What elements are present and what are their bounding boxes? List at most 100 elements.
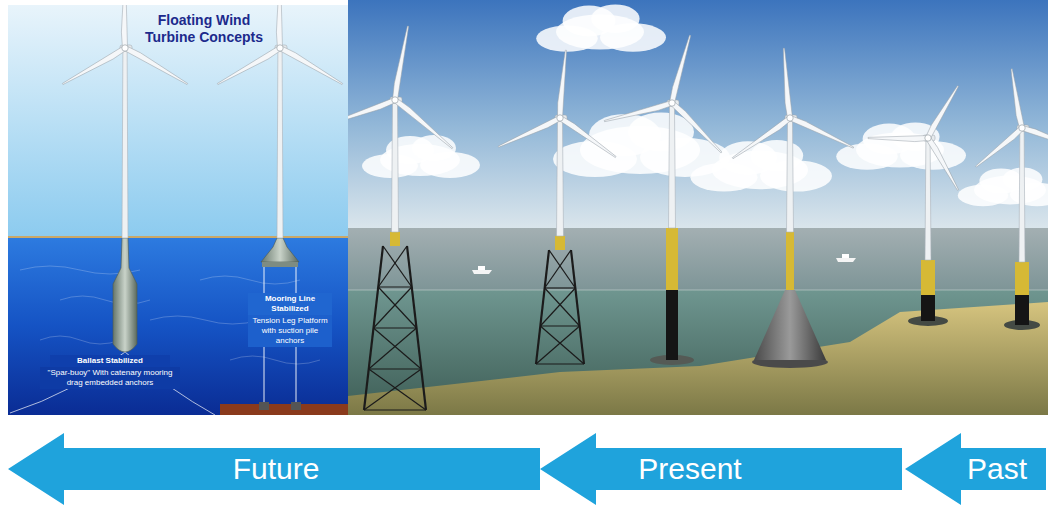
turbine-blade: [926, 136, 961, 191]
water-caustic: [40, 336, 120, 344]
jacket-brace: [545, 287, 576, 288]
turbine-blade: [669, 34, 693, 103]
callout-text: Tension Leg Platform with suction pile a…: [248, 315, 332, 347]
jacket-brace: [369, 368, 422, 369]
jacket-brace: [540, 325, 579, 326]
tlp-base: [262, 262, 298, 267]
transition-piece: [921, 260, 935, 295]
suction-anchor: [259, 402, 269, 410]
turbine-hub: [122, 45, 128, 51]
turbine-blade: [124, 45, 189, 86]
jacket-brace: [540, 326, 584, 364]
transition-piece: [1015, 262, 1029, 295]
turbine-blade: [61, 46, 126, 87]
jacket-brace: [549, 250, 575, 288]
jacket-brace: [378, 286, 412, 287]
turbine-blade: [556, 50, 568, 118]
waterline: [348, 290, 1048, 291]
timeline-arrow: Past: [905, 433, 1046, 505]
turbine-blade: [925, 84, 960, 139]
seabed: [220, 404, 348, 415]
arrow-label: Future: [233, 452, 320, 486]
jacket-brace: [383, 246, 412, 287]
turbine-blade: [604, 101, 673, 125]
callout-text: "Spar-buoy" With catenary mooring drag e…: [40, 367, 180, 389]
sea: [8, 237, 348, 415]
floating-concepts-panel: [8, 5, 348, 415]
jacket-brace: [545, 250, 571, 288]
boat: [836, 258, 856, 262]
jacket-leg: [536, 250, 549, 364]
turbine-blade: [731, 116, 792, 161]
cloud: [750, 140, 803, 171]
turbine-blade: [1008, 68, 1024, 128]
turbine-blade: [780, 48, 792, 118]
timeline-arrow: Future: [8, 433, 540, 505]
turbine-blade: [391, 26, 410, 101]
water-caustic: [150, 316, 260, 324]
boat-cabin: [842, 254, 849, 258]
spar-buoy: [113, 238, 137, 352]
water-caustic: [200, 276, 300, 284]
transition-piece: [666, 228, 678, 290]
callout-text: Ballast Stabilized: [50, 355, 170, 367]
jacket-brace: [540, 288, 575, 326]
arrow-polygon: [540, 433, 902, 505]
turbine-hub: [277, 45, 283, 51]
turbine-tower: [787, 118, 794, 232]
turbine-tower: [277, 48, 283, 238]
jacket-brace: [369, 369, 426, 410]
arrow-polygon: [8, 433, 540, 505]
turbine-blade: [348, 98, 396, 129]
jacket-brace: [374, 327, 417, 328]
turbine-tower: [122, 48, 128, 238]
turbine-blade: [974, 126, 1024, 169]
turbine-hub: [669, 100, 675, 106]
transition-piece: [786, 232, 794, 290]
fixed-foundations-panel: [348, 0, 1048, 415]
jacket-brace: [364, 409, 426, 410]
jacket-brace: [378, 246, 407, 287]
transition-piece: [555, 236, 565, 250]
monopile: [666, 290, 678, 360]
sky: [348, 0, 1048, 230]
turbine-blade: [393, 97, 454, 150]
cloud: [591, 4, 639, 33]
sky: [8, 5, 348, 237]
turbine-blade: [216, 46, 281, 87]
turbine-blade: [670, 100, 724, 154]
jacket-brace: [369, 328, 417, 369]
sea-surface: [348, 228, 1048, 290]
turbine-blade: [276, 5, 282, 48]
suction-anchor: [291, 402, 301, 410]
turbine-blade: [789, 115, 855, 150]
gravity-cone: [754, 290, 826, 360]
monopile: [921, 295, 935, 321]
turbine-tower: [392, 100, 399, 232]
cloud: [628, 113, 694, 152]
boat-cabin: [478, 266, 485, 270]
turbine-hub: [1019, 125, 1025, 131]
underwater: [348, 290, 1048, 415]
jacket-brace: [364, 369, 421, 410]
turbine-blade: [868, 136, 928, 142]
turbine-hub: [787, 115, 793, 121]
turbine-tower: [925, 138, 931, 260]
turbine-blade: [559, 115, 618, 159]
transition-piece: [390, 232, 400, 246]
turbine-tower: [1019, 128, 1025, 262]
water-surface: [8, 236, 348, 238]
panel-title: Floating Wind Turbine Concepts: [140, 12, 268, 46]
jacket-brace: [545, 288, 580, 326]
turbine-blade: [279, 45, 344, 86]
arrow-polygon: [905, 433, 1046, 505]
jacket-brace: [536, 363, 584, 364]
boat: [472, 270, 492, 274]
turbine-hub: [925, 135, 931, 141]
turbine-tower: [557, 118, 564, 236]
jacket-leg: [571, 250, 584, 364]
turbine-blade: [121, 5, 127, 48]
